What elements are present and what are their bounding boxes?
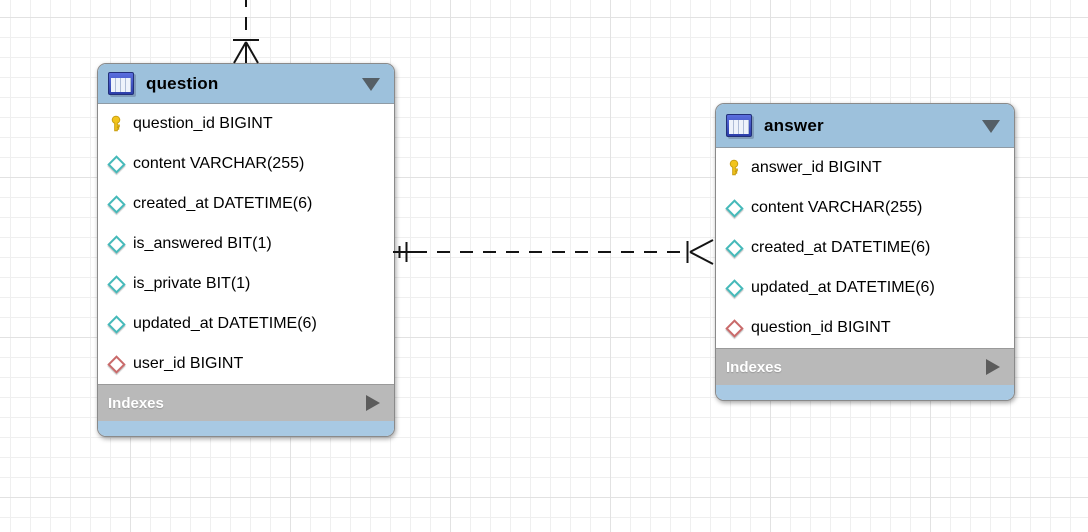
expand-triangle-icon[interactable] bbox=[986, 359, 1000, 375]
table-answer-header[interactable]: answer bbox=[716, 104, 1014, 148]
relationship-top-question[interactable] bbox=[233, 0, 259, 64]
column-icon bbox=[725, 279, 743, 297]
column-icon bbox=[107, 235, 125, 253]
column-row[interactable]: created_at DATETIME(6) bbox=[716, 228, 1014, 268]
indexes-bar[interactable]: Indexes bbox=[716, 348, 1014, 385]
column-row[interactable]: updated_at DATETIME(6) bbox=[716, 268, 1014, 308]
column-row[interactable]: created_at DATETIME(6) bbox=[98, 184, 394, 224]
column-row[interactable]: user_id BIGINT bbox=[98, 344, 394, 384]
table-icon bbox=[108, 72, 134, 95]
column-row[interactable]: question_id BIGINT bbox=[716, 308, 1014, 348]
column-list: answer_id BIGINT content VARCHAR(255) cr… bbox=[716, 148, 1014, 348]
indexes-label: Indexes bbox=[726, 358, 782, 376]
column-row[interactable]: content VARCHAR(255) bbox=[716, 188, 1014, 228]
indexes-bar[interactable]: Indexes bbox=[98, 384, 394, 421]
table-footer bbox=[98, 421, 394, 436]
column-row[interactable]: question_id BIGINT bbox=[98, 104, 394, 144]
column-row[interactable]: updated_at DATETIME(6) bbox=[98, 304, 394, 344]
column-icon bbox=[107, 195, 125, 213]
column-row[interactable]: is_private BIT(1) bbox=[98, 264, 394, 304]
column-label: question_id BIGINT bbox=[751, 319, 891, 336]
column-label: updated_at DATETIME(6) bbox=[751, 279, 935, 296]
collapse-triangle-icon[interactable] bbox=[982, 119, 1000, 133]
column-row[interactable]: is_answered BIT(1) bbox=[98, 224, 394, 264]
column-label: is_private BIT(1) bbox=[133, 275, 251, 292]
expand-triangle-icon[interactable] bbox=[366, 395, 380, 411]
primary-key-icon bbox=[107, 115, 125, 133]
table-title: answer bbox=[764, 115, 824, 135]
column-label: is_answered BIT(1) bbox=[133, 235, 272, 252]
column-label: question_id BIGINT bbox=[133, 115, 273, 132]
column-label: user_id BIGINT bbox=[133, 355, 244, 372]
column-row[interactable]: answer_id BIGINT bbox=[716, 148, 1014, 188]
column-icon bbox=[725, 239, 743, 257]
column-label: content VARCHAR(255) bbox=[133, 155, 305, 172]
table-question[interactable]: question question_id BIGINT content VARC… bbox=[97, 63, 395, 437]
column-row[interactable]: content VARCHAR(255) bbox=[98, 144, 394, 184]
primary-key-icon bbox=[725, 159, 743, 177]
crowfoot-many-icon bbox=[689, 239, 714, 265]
relationship-question-answer[interactable] bbox=[393, 239, 714, 265]
column-icon bbox=[107, 155, 125, 173]
column-label: created_at DATETIME(6) bbox=[751, 239, 931, 256]
column-list: question_id BIGINT content VARCHAR(255) … bbox=[98, 104, 394, 384]
column-label: content VARCHAR(255) bbox=[751, 199, 923, 216]
indexes-label: Indexes bbox=[108, 394, 164, 412]
column-label: updated_at DATETIME(6) bbox=[133, 315, 317, 332]
table-footer bbox=[716, 385, 1014, 400]
table-answer[interactable]: answer answer_id BIGINT content VARCHAR(… bbox=[715, 103, 1015, 401]
column-icon bbox=[107, 315, 125, 333]
table-icon bbox=[726, 114, 752, 137]
foreign-key-icon bbox=[107, 355, 125, 373]
collapse-triangle-icon[interactable] bbox=[362, 77, 380, 91]
column-icon bbox=[107, 275, 125, 293]
column-label: created_at DATETIME(6) bbox=[133, 195, 313, 212]
column-icon bbox=[725, 199, 743, 217]
foreign-key-icon bbox=[725, 319, 743, 337]
table-question-header[interactable]: question bbox=[98, 64, 394, 104]
table-title: question bbox=[146, 73, 219, 93]
column-label: answer_id BIGINT bbox=[751, 159, 882, 176]
crowfoot-many-icon-top bbox=[233, 41, 259, 64]
